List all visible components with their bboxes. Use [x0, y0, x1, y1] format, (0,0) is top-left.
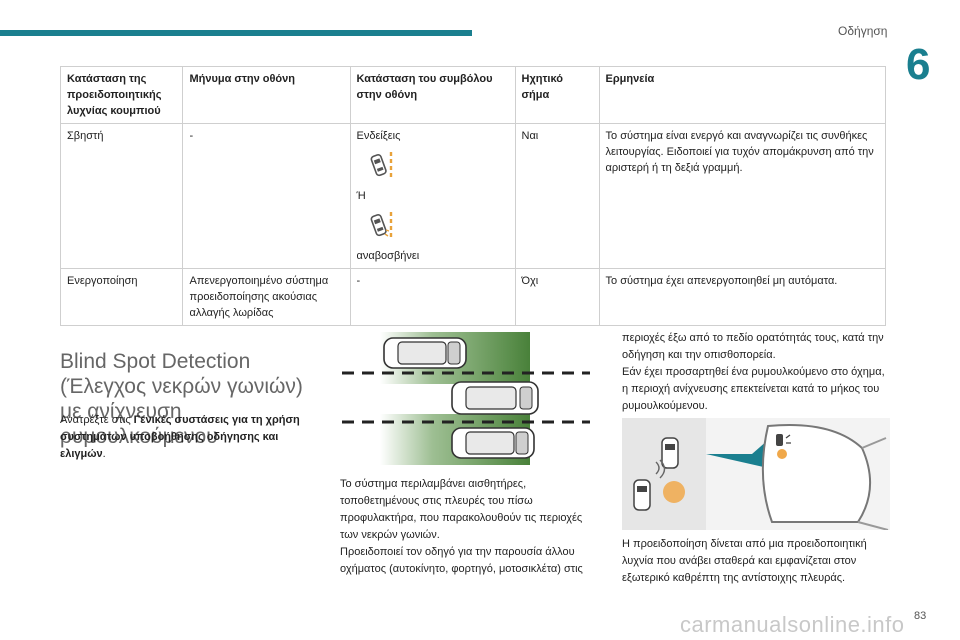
ref-prefix: Ανατρέξτε στις [60, 414, 134, 426]
car-middle-icon [451, 381, 539, 415]
lane-warning-status-table: Κατάσταση της προειδοποιητικής λυχνίας κ… [59, 66, 887, 326]
symbol-or: Ή [356, 190, 366, 202]
callout-arrow [706, 440, 768, 468]
cell-sound: Όχι [514, 268, 600, 326]
body-column-3-bottom: Η προειδοποίηση δίνεται από μια προειδοπ… [622, 536, 887, 587]
body-column-2: Το σύστημα περιλαμβάνει αισθητήρες, τοπο… [340, 476, 602, 578]
section-title: Blind Spot Detection (Έλεγχος νεκρών γων… [60, 350, 303, 449]
table-row: Ενεργοποίηση Απενεργοποιημένο σύστημα πρ… [59, 268, 887, 326]
body-paragraph: Προειδοποιεί τον οδηγό για την παρουσία … [340, 546, 583, 575]
cell-lamp: Ενεργοποίηση [59, 268, 184, 326]
section-header: Οδήγηση [838, 24, 888, 38]
reference-paragraph: Ανατρέξτε στις Γενικές συστάσεις για τη … [60, 412, 320, 463]
car-bottom-icon [451, 427, 535, 459]
chapter-number: 6 [906, 40, 931, 89]
body-column-3: περιοχές έξω από το πεδίο ορατότητάς του… [622, 330, 887, 415]
ref-bold-link: Γενικές συστάσεις για τη χρήση συστημάτω… [60, 414, 300, 460]
mirror-warning-illustration [622, 418, 890, 530]
mirror-warning-symbol [776, 434, 791, 446]
col-header-sound: Ηχητικό σήμα [514, 66, 600, 124]
car-icon-upper [661, 437, 679, 469]
warning-lamp-icon [663, 481, 685, 503]
car-top-icon [383, 337, 467, 369]
symbol-state-on: Ενδείξεις [356, 130, 401, 142]
body-paragraph: Εάν έχει προσαρτηθεί ένα ρυμουλκούμενο σ… [622, 366, 885, 412]
table-row: Σβηστή - Ενδείξεις Ή [59, 123, 887, 269]
lane-departure-icon [370, 152, 392, 180]
col-header-lamp: Κατάσταση της προειδοποιητικής λυχνίας κ… [59, 66, 184, 124]
table-header-row: Κατάσταση της προειδοποιητικής λυχνίας κ… [59, 66, 887, 124]
cell-message: - [182, 123, 351, 269]
cell-meaning: Το σύστημα είναι ενεργό και αναγνωρίζει … [598, 123, 887, 269]
mirror-lamp-glow [777, 449, 787, 459]
cell-meaning: Το σύστημα έχει απενεργοποιηθεί μη αυτόμ… [598, 268, 887, 326]
cell-sound: Ναι [514, 123, 600, 269]
symbol-state-flash: αναβοσβήνει [356, 250, 420, 262]
body-paragraph: περιοχές έξω από το πεδίο ορατότητάς του… [622, 332, 884, 361]
cell-symbol: Ενδείξεις Ή [349, 123, 516, 269]
col-header-meaning: Ερμηνεία [598, 66, 887, 124]
blind-spot-illustration [342, 332, 590, 465]
page-number: 83 [914, 610, 927, 622]
car-icon-lower [633, 479, 651, 511]
col-header-symbol: Κατάσταση του συμβόλου στην οθόνη [349, 66, 516, 124]
watermark-text: carmanualsonline.info [680, 612, 905, 637]
lane-departure-flashing-icon [370, 212, 392, 240]
side-mirror-icon [761, 423, 872, 523]
col-header-message: Μήνυμα στην οθόνη [182, 66, 351, 124]
ref-suffix: . [102, 448, 106, 460]
cell-lamp: Σβηστή [59, 123, 184, 269]
body-paragraph: Η προειδοποίηση δίνεται από μια προειδοπ… [622, 538, 867, 584]
cell-symbol: - [349, 268, 516, 326]
top-accent-bar [0, 30, 472, 36]
cell-message: Απενεργοποιημένο σύστημα προειδοποίησης … [182, 268, 351, 326]
body-paragraph: Το σύστημα περιλαμβάνει αισθητήρες, τοπο… [340, 478, 583, 541]
